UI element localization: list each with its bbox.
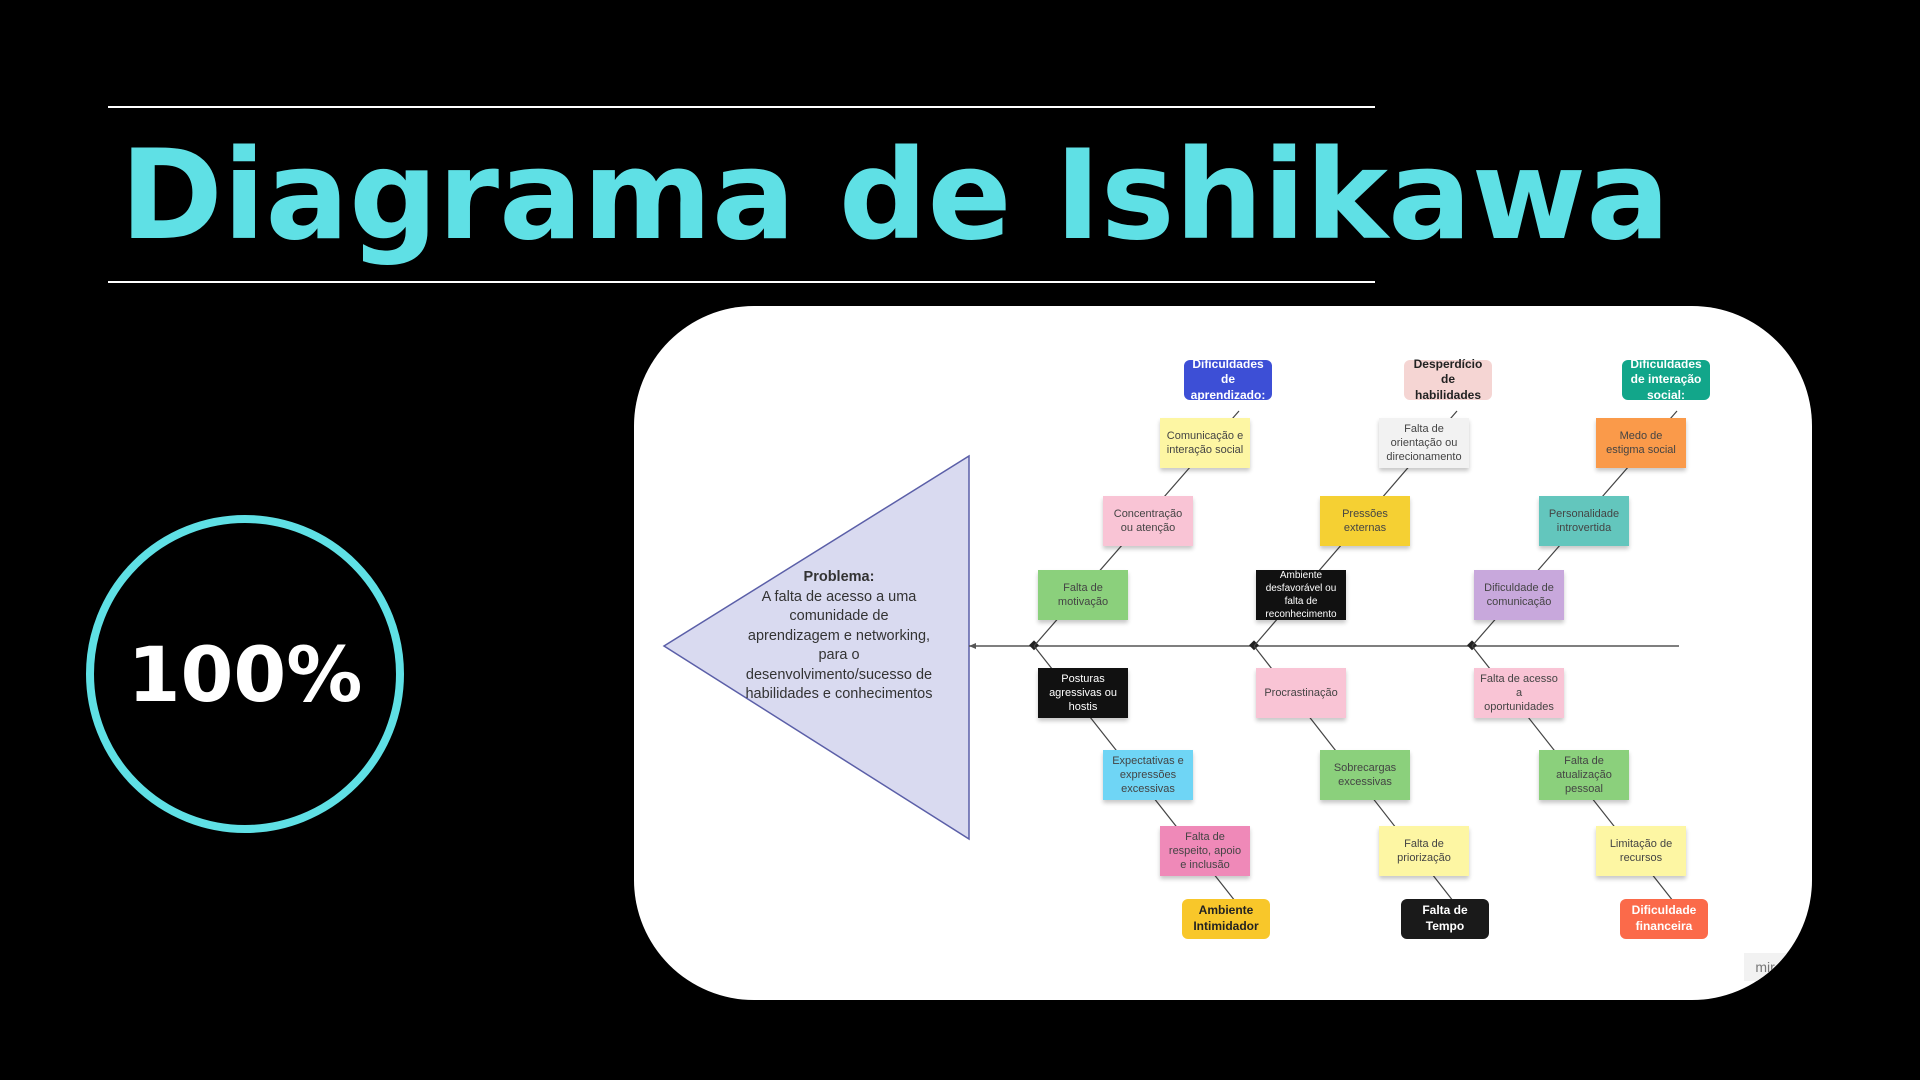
progress-label: 100% bbox=[127, 629, 363, 719]
sticky-note: Falta de orientação ou direcionamento bbox=[1379, 418, 1469, 468]
sticky-note: Dificuldade de comunicação bbox=[1474, 570, 1564, 620]
problem-text: A falta de acesso a uma comunidade de ap… bbox=[745, 588, 933, 703]
sticky-note: Falta de priorização bbox=[1379, 826, 1469, 876]
sticky-note: Falta de acesso a oportunidades bbox=[1474, 668, 1564, 718]
sticky-note: Sobrecargas excessivas bbox=[1320, 750, 1410, 800]
sticky-note: Ambiente desfavorável ou falta de reconh… bbox=[1256, 570, 1346, 620]
problem-statement: Problema: A falta de acesso a uma comuni… bbox=[744, 568, 934, 705]
sticky-note: Personalidade introvertida bbox=[1539, 496, 1629, 546]
sticky-note: Expectativas e expressões excessivas bbox=[1103, 750, 1193, 800]
category-learning: Dificuldades de aprendizado: bbox=[1184, 357, 1272, 402]
sticky-note: Limitação de recursos bbox=[1596, 826, 1686, 876]
category-social: Dificuldades de interação social: bbox=[1622, 357, 1710, 402]
sticky-note: Medo de estigma social bbox=[1596, 418, 1686, 468]
category-intimidating-environment: Ambiente Intimidador bbox=[1182, 899, 1270, 939]
progress-ring: 100% bbox=[86, 515, 404, 833]
ishikawa-diagram-card: Problema: A falta de acesso a uma comuni… bbox=[634, 306, 1812, 1000]
problem-heading: Problema: bbox=[803, 569, 875, 585]
bottom-divider bbox=[108, 281, 1375, 283]
category-lack-of-time: Falta de Tempo bbox=[1401, 899, 1489, 939]
sticky-note: Procrastinação bbox=[1256, 668, 1346, 718]
sticky-note: Comunicação e interação social bbox=[1160, 418, 1250, 468]
category-financial: Dificuldade financeira bbox=[1620, 899, 1708, 939]
sticky-note: Pressões externas bbox=[1320, 496, 1410, 546]
top-divider bbox=[108, 106, 1375, 108]
page-title: Diagrama de Ishikawa bbox=[120, 124, 1670, 268]
miro-watermark: miro bbox=[1744, 953, 1794, 981]
sticky-note: Falta de motivação bbox=[1038, 570, 1128, 620]
spine-arrowhead bbox=[969, 643, 976, 649]
sticky-note: Falta de atualização pessoal bbox=[1539, 750, 1629, 800]
sticky-note: Concentração ou atenção bbox=[1103, 496, 1193, 546]
category-skills-waste: Desperdício de habilidades bbox=[1404, 357, 1492, 402]
sticky-note: Falta de respeito, apoio e inclusão bbox=[1160, 826, 1250, 876]
sticky-note: Posturas agressivas ou hostis bbox=[1038, 668, 1128, 718]
problem-triangle bbox=[662, 454, 970, 841]
